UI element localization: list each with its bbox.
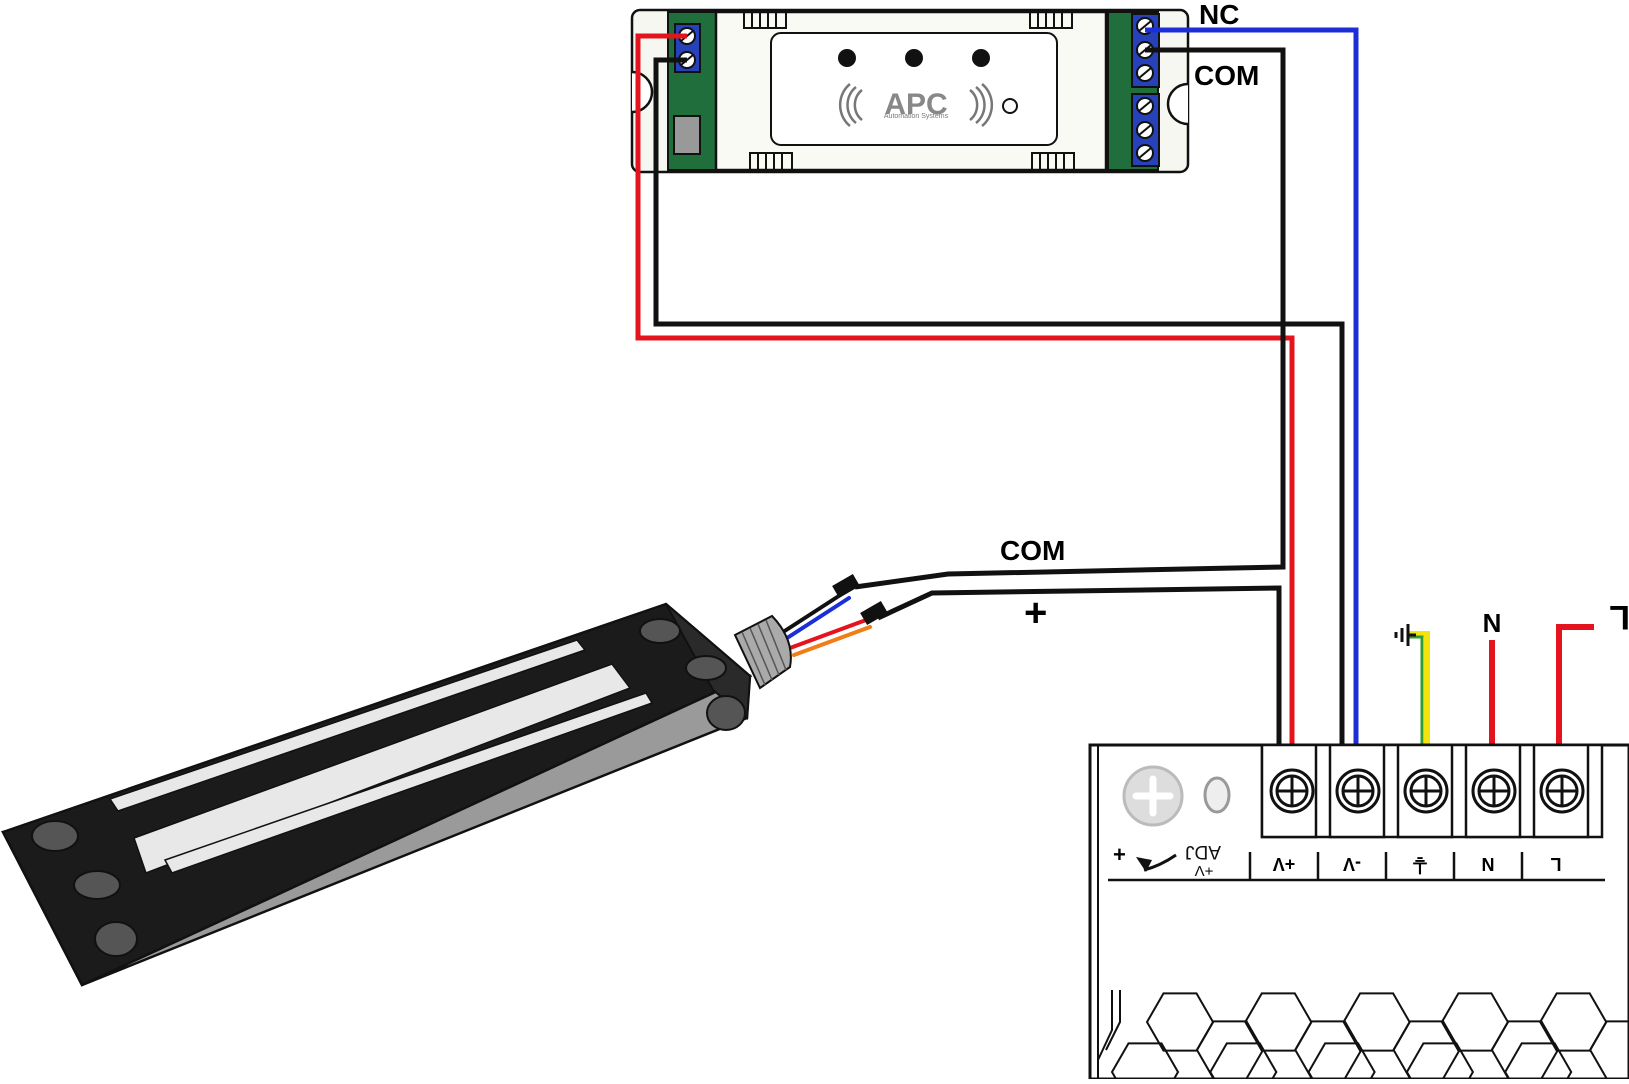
relay-jumper [673, 115, 701, 155]
lock-stripe-1 [108, 639, 587, 812]
wire-plus-black [876, 585, 1282, 745]
adj-pot-cross [1132, 775, 1174, 817]
mains-label-n: N [1483, 608, 1502, 638]
wire-earth-yellow [1408, 631, 1430, 745]
wire-live [1556, 624, 1594, 745]
psu-terminal-strip [1260, 743, 1604, 839]
terminal-label-earth: ⏚ [1410, 853, 1430, 876]
wire-sleeve-com [832, 573, 860, 599]
wire-earth-green [1408, 635, 1424, 745]
adj-label: ADJ [1185, 841, 1221, 862]
lock-cable-wires [778, 590, 872, 657]
wire-relay-power-black [653, 57, 1345, 745]
magnetic-lock [1, 573, 888, 987]
relay-nc-label: NC [1199, 0, 1239, 30]
adj-arrowhead [1136, 857, 1152, 872]
hex-vent [1589, 1020, 1629, 1080]
terminal-screw-slots [1276, 777, 1578, 805]
lock-stripe-3 [163, 692, 654, 874]
terminal-label-row [1108, 852, 1605, 882]
apc-logo [838, 83, 994, 127]
terminal-label-minus-v: -V [1343, 854, 1361, 874]
relay-led-3 [972, 49, 990, 67]
apc-brand: APC [884, 88, 947, 121]
apc-tagline: Automation Systems [884, 113, 949, 120]
relay-notch-right [1166, 82, 1189, 126]
power-supply: + ADJ +V [1088, 743, 1629, 1084]
wire-relay-power-red [635, 33, 1295, 745]
terminal-label-l: L [1551, 854, 1562, 874]
relay-module: APC Automation Systems NC COM [630, 0, 1259, 174]
earth-symbol-icon [1394, 624, 1416, 646]
adj-plus-sign: + [1113, 842, 1126, 867]
mains-labels: N L [1394, 598, 1629, 646]
lock-mounting-holes [31, 618, 746, 957]
terminal-label-n: N [1482, 854, 1495, 874]
wire-sleeve-plus [860, 600, 888, 626]
relay-screws-right [1136, 17, 1154, 162]
cable-gland [733, 614, 792, 690]
terminal-label-plus-v: +V [1273, 854, 1296, 874]
mains-label-l: L [1609, 598, 1629, 636]
power-led [1203, 776, 1231, 814]
wires [635, 27, 1594, 745]
psu-bracket [1097, 990, 1121, 1061]
lock-stripe-2 [133, 663, 632, 874]
relay-led-1 [838, 49, 856, 67]
relay-led-2 [905, 49, 923, 67]
wire-com-black [854, 47, 1286, 590]
relay-com-label: COM [1194, 60, 1259, 91]
relay-vents [743, 11, 1075, 171]
relay-learn-button [1002, 98, 1018, 114]
lock-plus-label: + [1024, 591, 1047, 635]
hex-vent [1110, 1042, 1180, 1084]
lock-com-label: COM [1000, 535, 1065, 566]
wire-nc-blue [1145, 27, 1359, 745]
adj-sub-label: +V [1195, 862, 1214, 879]
